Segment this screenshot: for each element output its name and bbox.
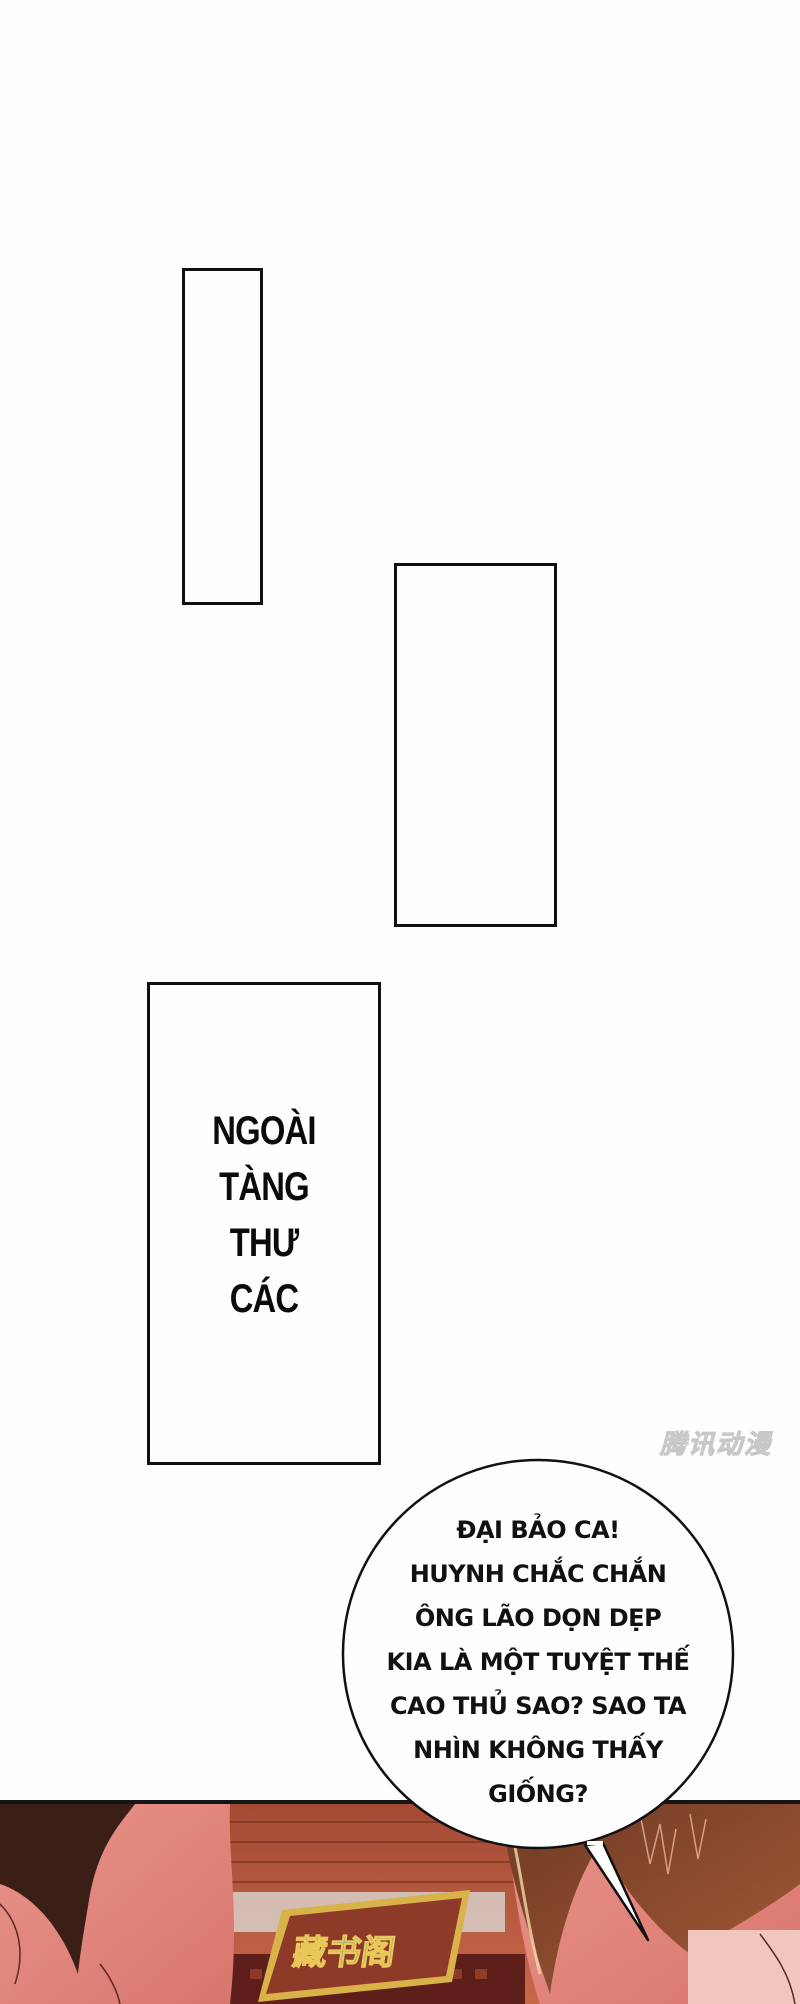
sign-text: 藏书阁 <box>290 1933 398 1973</box>
dialogue-line: GIỐNG? <box>488 1780 588 1808</box>
dialogue-line: CAO THỦ SAO? SAO TA <box>390 1692 686 1720</box>
narration-box-caption: NGOÀI TÀNG THƯ CÁC <box>147 982 381 1465</box>
speech-bubble-text: ĐẠI BẢO CA! HUYNH CHẮC CHẮN ÔNG LÃO DỌN … <box>352 1508 724 1816</box>
comic-art-panel: 藏书阁 <box>0 1800 800 2004</box>
publisher-watermark: 腾讯动漫 <box>660 1430 773 1461</box>
library-sign: 藏书阁 <box>258 1890 470 2002</box>
caption-line: CÁC <box>229 1277 299 1321</box>
caption-line: NGOÀI <box>212 1109 316 1153</box>
dialogue-line: HUYNH CHẮC CHẮN <box>409 1560 667 1588</box>
caption-line: THƯ <box>229 1221 299 1265</box>
dialogue-line: KIA LÀ MỘT TUYỆT THẾ <box>386 1648 690 1676</box>
narration-box-empty-2 <box>394 563 557 927</box>
narration-box-empty-1 <box>182 268 263 605</box>
dialogue-line: NHÌN KHÔNG THẤY <box>413 1736 663 1764</box>
illustration-scene: 藏书阁 <box>0 1804 800 2004</box>
caption-text: NGOÀI TÀNG THƯ CÁC <box>171 1103 358 1327</box>
caption-line: TÀNG <box>219 1165 309 1209</box>
dialogue-line: ÔNG LÃO DỌN DẸP <box>414 1604 662 1632</box>
dialogue-line: ĐẠI BẢO CA! <box>456 1516 620 1544</box>
